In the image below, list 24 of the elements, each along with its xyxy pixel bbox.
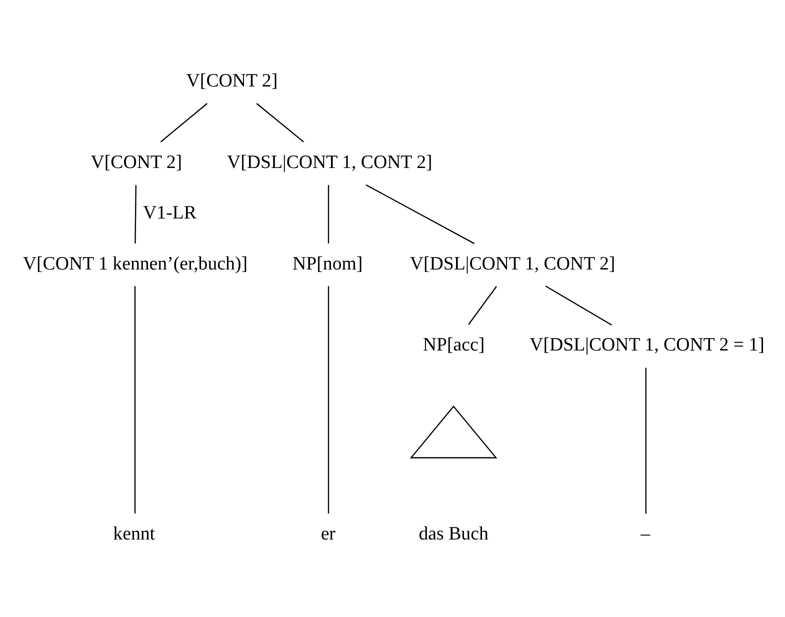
edge-label: V1-LR xyxy=(143,202,197,224)
node-text: V[CONT 2] xyxy=(90,152,182,173)
node-text: NP[nom] xyxy=(292,253,363,274)
connector xyxy=(328,286,330,514)
connector xyxy=(256,103,304,142)
connector xyxy=(468,286,497,325)
connector xyxy=(134,286,136,514)
connector xyxy=(366,184,475,244)
connector xyxy=(545,286,612,326)
connector xyxy=(645,368,646,514)
node-text: V[DSL|CONT 1, CONT 2] xyxy=(227,152,432,173)
node-label: das Buch xyxy=(418,524,488,545)
node-text: V[CONT 1 kennen’(er,buch)] xyxy=(22,253,248,274)
node-text: kennt xyxy=(113,524,156,545)
node-text: V[DSL|CONT 1, CONT 2 = 1] xyxy=(530,334,764,356)
node-text: NP[acc] xyxy=(422,334,485,356)
node-triangle xyxy=(410,406,498,458)
connector xyxy=(328,185,330,244)
node-text: V[DSL|CONT 1, CONT 2] xyxy=(410,253,616,274)
node-text: – xyxy=(640,524,650,545)
node-text: er xyxy=(320,524,336,545)
connector xyxy=(160,103,208,142)
connector xyxy=(134,185,136,244)
node-text: V[CONT 2] xyxy=(186,70,278,92)
